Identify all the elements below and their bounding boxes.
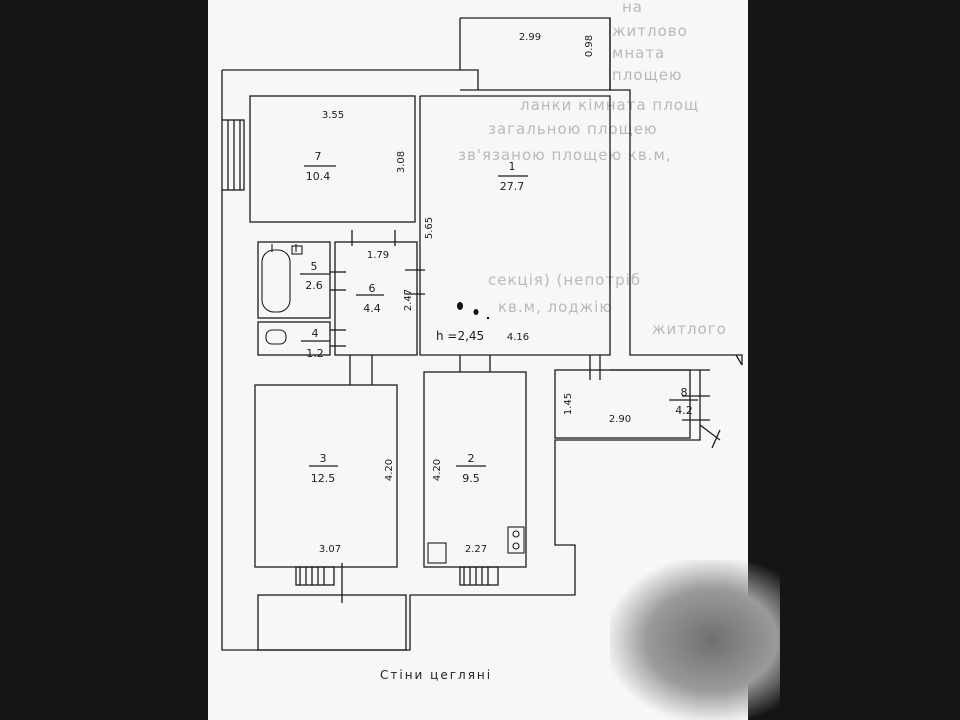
sink-icon — [427, 542, 447, 564]
ceiling-height: h =2,45 — [436, 329, 484, 343]
dim-room7-width: 3.55 — [322, 110, 344, 121]
room-2-number: 2 — [468, 452, 475, 465]
scan-border-left — [0, 0, 208, 720]
dim-room8-height: 1.45 — [563, 393, 574, 415]
dim-room2-width: 2.27 — [465, 544, 487, 555]
dim-room1-height: 5.65 — [424, 217, 435, 239]
bg-text-7: зв'язаною площею кв.м, — [458, 146, 672, 164]
caption-walls: Стіни цегляні — [380, 668, 493, 682]
room-4-area: 1.2 — [306, 347, 324, 360]
room-6-area: 4.4 — [363, 302, 381, 315]
walls — [221, 17, 743, 651]
bg-text-6: загальною площею — [488, 120, 658, 138]
dim-room1-width: 4.16 — [507, 332, 529, 343]
dim-room8-width: 2.90 — [609, 414, 631, 425]
dim-room6-height: 2.47 — [403, 289, 414, 311]
room-1-area: 27.7 — [500, 180, 525, 193]
room-3-area: 12.5 — [311, 472, 336, 485]
room-7-number: 7 — [315, 150, 322, 163]
room-6-number: 6 — [369, 282, 376, 295]
dim-room3-width: 3.07 — [319, 544, 341, 555]
room-5-area: 2.6 — [305, 279, 323, 292]
room-7-area: 10.4 — [306, 170, 331, 183]
bg-text-2: житлово — [612, 22, 688, 40]
room-8-number: 8 — [681, 386, 688, 399]
room-2-area: 9.5 — [462, 472, 480, 485]
dim-balcony-depth: 0.98 — [584, 35, 595, 57]
toilet-icon — [265, 329, 287, 345]
fixtures — [261, 244, 525, 564]
dim-room6-width: 1.79 — [367, 250, 389, 261]
room-8-area: 4.2 — [675, 404, 693, 417]
dimension-labels: 2.99 0.98 3.55 3.08 5.65 1.79 2.47 4.16 … — [319, 32, 631, 555]
dim-room3-height: 4.20 — [384, 459, 395, 481]
dim-room2-height: 4.20 — [432, 459, 443, 481]
room-5-number: 5 — [311, 260, 318, 273]
dim-balcony-width: 2.99 — [519, 32, 541, 43]
bg-text-9: кв.м, лоджію — [498, 298, 613, 316]
bg-text-1: на — [622, 0, 643, 16]
background-text: на житлово мната площею ланки кімната пл… — [458, 0, 727, 338]
room-labels: 7 10.4 1 27.7 5 2.6 6 4.4 4 1.2 3 12.5 2… — [305, 150, 693, 485]
room-4-number: 4 — [312, 327, 319, 340]
bg-text-8: секція) (непотріб — [488, 271, 641, 289]
room-1-number: 1 — [509, 160, 516, 173]
bg-text-10: житлого — [652, 320, 727, 338]
bg-text-5: ланки кімната площ — [520, 96, 699, 114]
scan-shadow — [610, 560, 780, 720]
room-3-number: 3 — [320, 452, 327, 465]
bathtub-icon — [261, 249, 291, 313]
dim-room7-height: 3.08 — [396, 151, 407, 173]
stove-icon — [507, 526, 525, 554]
bg-text-3: мната — [612, 44, 665, 62]
bg-text-4: площею — [612, 66, 683, 84]
ink-marks — [457, 302, 490, 320]
scan-border-right — [748, 0, 960, 720]
